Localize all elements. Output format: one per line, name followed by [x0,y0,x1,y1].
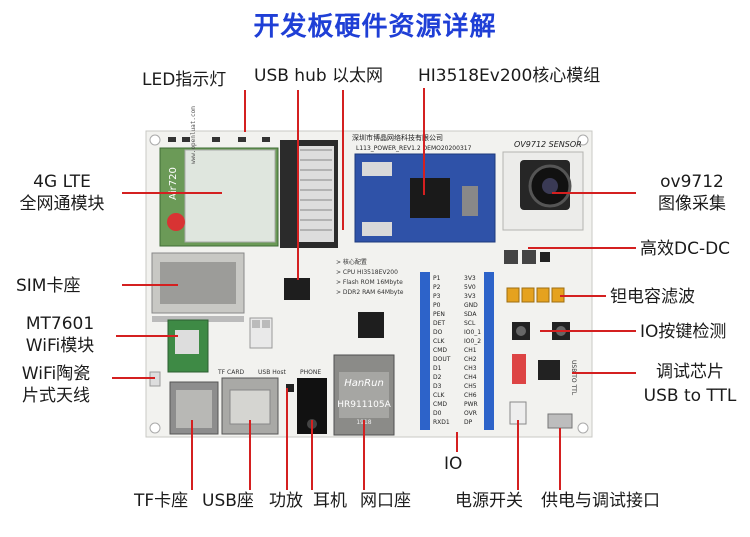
io-pin-label: 3V3 [464,293,476,300]
io-pin-label: P2 [433,284,441,291]
label-antenna-1: WiFi陶瓷 [21,364,91,384]
mount-hole [149,134,161,146]
io-pin-label: D1 [433,365,442,372]
io-pin-label: DET [433,320,445,327]
io-pin-label: OVR [464,410,477,417]
io-pin-label: CH1 [464,347,477,354]
label-ov9712-1: ov9712 [660,172,724,192]
lte-brand: Air720 [168,167,179,200]
io-pin-label: PEN [433,311,445,318]
dip-switch [512,354,526,384]
io-pin-label: P3 [433,293,441,300]
io-pin-label: 5V0 [464,284,476,291]
io-pin-label: CH4 [464,374,477,381]
svg-text:> CPU HI3518EV200: > CPU HI3518EV200 [336,269,398,276]
io-pin-label: DOUT [433,356,451,363]
io-pin-label: CH3 [464,365,477,372]
label-mt7601-2: WiFi模块 [25,336,95,356]
io-pin-label: P1 [433,275,441,282]
io-pin-label: CH5 [464,383,477,390]
label-network: 网口座 [360,491,411,511]
phone-silk: PHONE [300,369,321,376]
io-pin-label: D3 [433,383,442,390]
label-sim: SIM卡座 [16,276,81,296]
io-pin-label: IO0_1 [464,329,481,336]
svg-text:> Flash ROM 16Mbyte: > Flash ROM 16Mbyte [336,279,403,286]
io-pin-label: CLK [433,392,446,399]
mount-hole [149,422,161,434]
label-usb-seat: USB座 [202,491,254,511]
label-io-key: IO按键检测 [640,322,727,342]
io-header-left [420,272,430,430]
dcdc-inductor [504,250,518,264]
label-dcdc: 高效DC-DC [640,239,731,259]
label-earphone: 耳机 [313,491,347,511]
io-pin-label: D0 [433,410,442,417]
label-debug-1: 调试芯片 [656,362,724,382]
label-power-switch: 电源开关 [455,491,523,511]
io-pin-label: 3V3 [464,275,476,282]
label-antenna-2: 片式天线 [22,386,90,406]
io-pin-label: GND [464,302,478,309]
io-pin-label: DP [464,419,473,426]
leader-lines [112,88,636,490]
company-silk: 深圳市博晶网络科技有限公司 [352,133,443,142]
mount-hole [577,134,589,146]
usb-host-silk: USB Host [258,369,287,376]
label-amp: 功放 [269,491,303,511]
rj45-brand: HanRun [344,378,384,389]
io-pin-label: IO0_2 [464,338,481,345]
io-pin-label: SDA [464,311,477,318]
svg-text:> 核心配置: > 核心配置 [336,258,367,266]
io-pin-label: CLK [433,338,446,345]
svg-text:> DDR2 RAM 64Mbyte: > DDR2 RAM 64Mbyte [336,289,404,296]
io-header-right [484,272,494,430]
svg-text:www.openluat.com: www.openluat.com [190,106,197,164]
lte-logo [167,213,185,231]
mount-hole [577,422,589,434]
io-pin-label: CH6 [464,392,477,399]
tf-silk: TF CARD [217,369,244,376]
label-led: LED指示灯 [142,70,227,90]
label-usbhub: USB hub 以太网 [254,66,384,86]
label-mt7601-1: MT7601 [25,314,95,334]
io-pin-label: CMD [433,401,447,408]
io-pin-label: DO [433,329,443,336]
usb-hub-chip [284,278,310,300]
label-lte-1: 4G LTE [33,172,91,192]
io-pin-label: CH2 [464,356,477,363]
label-hi3518: HI3518Ev200核心模组 [418,66,601,86]
label-tf: TF卡座 [134,491,189,511]
sensor-silk: OV9712 SENSOR [514,140,582,149]
io-pin-label: D2 [433,374,442,381]
label-supply: 供电与调试接口 [541,491,660,511]
usb-ttl-silk: USB TO TTL [570,360,577,396]
micro-usb-port [547,413,573,429]
io-pin-label: SCL [464,320,476,327]
io-pin-label: P0 [433,302,441,309]
io-pin-label: CMD [433,347,447,354]
ethernet-phy-chip [358,312,384,338]
amplifier-chip [286,384,294,392]
tantalum-capacitors [506,287,565,303]
rj45-model: HR911105A [337,400,391,410]
io-buttons [512,322,570,340]
usb-ttl-chip [538,360,560,380]
label-ov9712-2: 图像采集 [658,194,726,214]
page-title: 开发板硬件资源详解 [253,12,497,42]
spec-silk: > 核心配置 > CPU HI3518EV200 > Flash ROM 16M… [336,258,404,296]
wifi-module [167,319,209,373]
label-lte-2: 全网通模块 [19,194,105,214]
led-indicators [168,137,270,142]
label-tantalum: 钽电容滤波 [610,287,695,307]
label-debug-2: USB to TTL [643,386,737,406]
io-pin-label: PWR [464,401,478,408]
label-io: IO [444,454,463,474]
io-pin-label: RXD1 [433,419,450,426]
rev-silk: L113_POWER_REV1.2 DEMO20200317 [356,145,472,152]
